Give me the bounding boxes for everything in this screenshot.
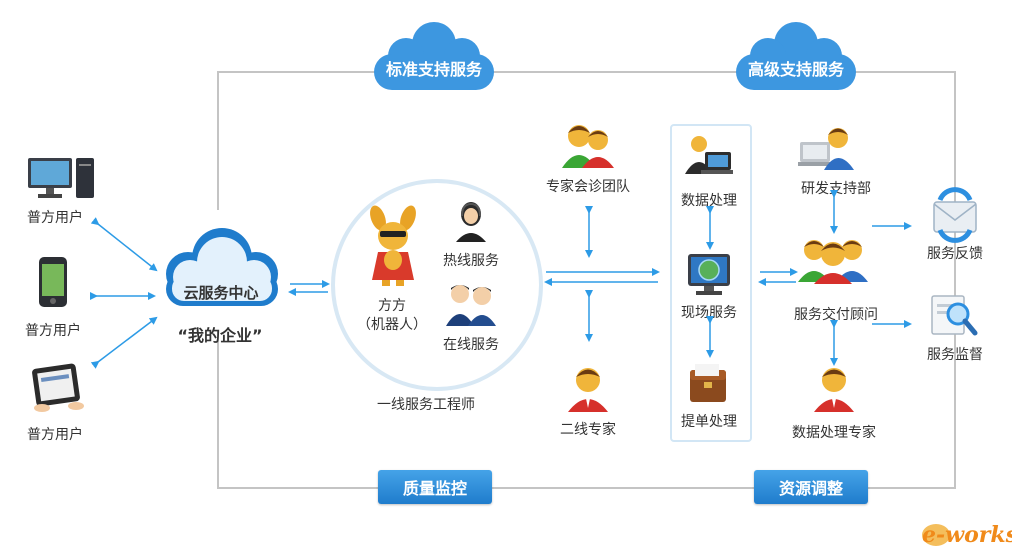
mobile-phone-icon <box>39 257 67 307</box>
data-expert-label: 数据处理专家 <box>792 425 876 441</box>
service-feedback-icon <box>933 187 977 243</box>
onsite-service-label: 现场服务 <box>681 305 737 321</box>
advanced-support-badge: 高级支持服务 <box>728 16 864 96</box>
data-expert-icon <box>814 368 854 412</box>
expert-team-icon <box>562 125 614 168</box>
tablet-icon <box>32 363 84 412</box>
second-line-expert-label: 二线专家 <box>560 422 616 438</box>
rnd-support-icon <box>798 128 854 170</box>
ticket-handling-icon <box>690 364 726 402</box>
online-label: 在线服务 <box>443 337 499 353</box>
robot-name: 方方 <box>378 298 406 314</box>
cloud-service-center-icon <box>166 228 278 306</box>
data-processing-icon <box>685 136 733 174</box>
cloud-center-subtitle: “我的企业” <box>177 326 263 345</box>
cloud-center-title: 云服务中心 <box>183 284 259 302</box>
ticket-handling-label: 提单处理 <box>681 414 737 430</box>
svg-text:e-works: e-works <box>922 522 1012 548</box>
service-monitor-icon <box>931 295 978 336</box>
frontline-caption: 一线服务工程师 <box>377 397 475 413</box>
service-feedback-label: 服务反馈 <box>927 246 983 262</box>
user-label-desktop: 普方用户 <box>27 210 83 226</box>
standard-support-badge: 标准支持服务 <box>366 16 502 96</box>
service-monitor-label: 服务监督 <box>927 347 983 363</box>
advanced-support-label: 高级支持服务 <box>747 60 844 79</box>
standard-support-label: 标准支持服务 <box>385 60 482 79</box>
robot-subtitle: （机器人） <box>357 317 427 333</box>
delivery-consultant-label: 服务交付顾问 <box>794 307 878 323</box>
expert-team-label: 专家会诊团队 <box>546 179 630 195</box>
onsite-service-icon <box>688 254 730 295</box>
desktop-computer-icon <box>28 158 94 198</box>
quality-monitoring-button[interactable]: 质量监控 <box>378 470 492 504</box>
online-agents-icon <box>446 285 496 326</box>
rnd-support-label: 研发支持部 <box>801 181 871 197</box>
delivery-consultant-icon <box>798 240 868 284</box>
hotline-label: 热线服务 <box>443 253 499 269</box>
processing-panel <box>670 124 752 442</box>
user-label-mobile: 普方用户 <box>25 323 81 339</box>
eworks-watermark: e-works <box>918 520 1012 548</box>
user-label-tablet: 普方用户 <box>27 427 83 443</box>
data-processing-label: 数据处理 <box>681 193 737 209</box>
hotline-agent-icon <box>456 202 486 242</box>
robot-mascot-icon <box>370 205 416 286</box>
resource-adjust-button[interactable]: 资源调整 <box>754 470 868 504</box>
second-line-expert-icon <box>568 368 608 412</box>
